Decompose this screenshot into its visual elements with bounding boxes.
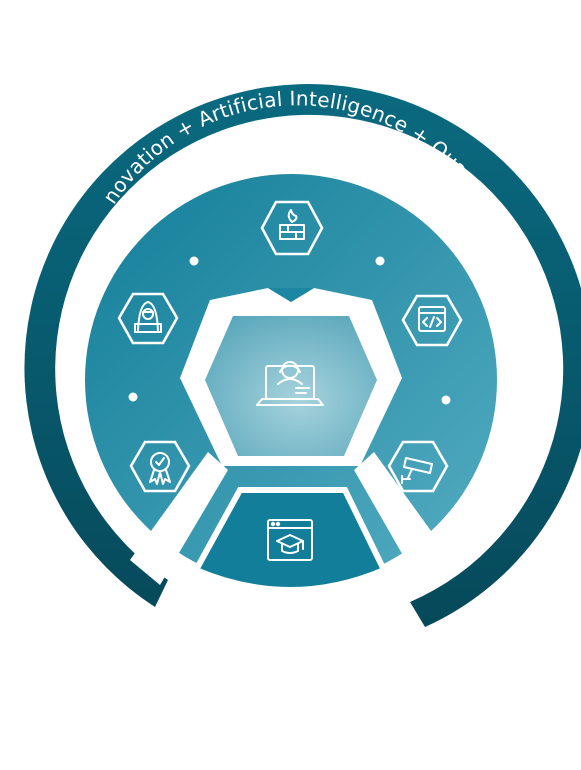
certified-badge-icon (149, 452, 171, 485)
ring-notch (272, 150, 310, 166)
code-window-icon (418, 306, 446, 332)
separator-left (130, 452, 228, 585)
firewall-node (260, 200, 324, 256)
education-window-node (267, 519, 313, 561)
core-notch (268, 288, 314, 302)
ring-label: Innovation + Artificial Intelligence + Q… (0, 0, 496, 208)
core-hex (205, 316, 377, 456)
code-window-node (401, 294, 463, 347)
hacker-icon (134, 301, 162, 333)
separator-right (354, 452, 452, 585)
firewall-icon (279, 209, 305, 240)
certified-badge-node (129, 440, 191, 493)
security-camera-icon (401, 457, 433, 484)
dot-upper-left (189, 256, 199, 266)
security-camera-node (387, 440, 449, 493)
dot-upper-right (375, 256, 385, 266)
dot-right (441, 395, 451, 405)
education-window-icon (267, 519, 313, 561)
ring-label-path: Innovation + Artificial Intelligence + Q… (0, 0, 495, 208)
support-agent-laptop-icon (256, 361, 324, 406)
hacker-node (117, 292, 179, 345)
bottom-segment (191, 487, 389, 593)
dot-left (128, 392, 138, 402)
